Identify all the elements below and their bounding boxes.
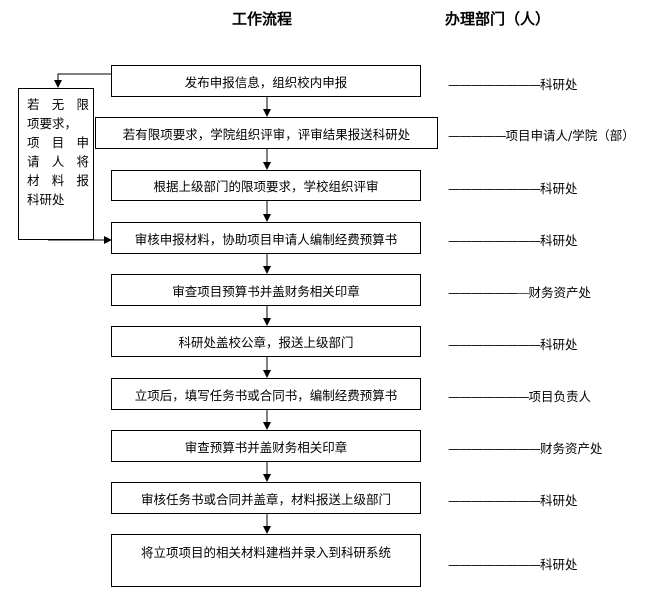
side-note-line: 材料报 <box>27 173 89 188</box>
side-note-box: 若无限 项要求， 项目申 请人将 材料报 科研处 <box>18 88 94 240</box>
dept-5: ———————财务资产处 <box>448 282 591 301</box>
step-7-box: 立项后，填写任务书或合同书，编制经费预算书 <box>111 378 421 410</box>
step-2-box: 若有限项要求，学院组织评审，评审结果报送科研处 <box>95 117 438 149</box>
dept-label: 项目申请人/学院（部） <box>505 128 635 143</box>
dept-9: ————————科研处 <box>448 490 578 509</box>
step-5-box: 审查项目预算书并盖财务相关印章 <box>111 274 421 306</box>
side-note-line: 项目申 <box>27 135 89 150</box>
dept-label: 项目负责人 <box>528 389 592 404</box>
dept-label: 财务资产处 <box>540 441 603 456</box>
step-1-box: 发布申报信息，组织校内申报 <box>111 65 421 97</box>
side-note-line: 项要求， <box>27 116 78 131</box>
step-10-box: 将立项项目的相关材料建档并录入到科研系统 <box>111 534 421 587</box>
dept-dash: ——————— <box>448 389 529 404</box>
dept-dash: ————— <box>448 128 506 143</box>
dept-label: 科研处 <box>540 77 578 92</box>
dept-label: 科研处 <box>540 181 578 196</box>
dept-1: ————————科研处 <box>448 74 578 93</box>
dept-dash: ———————— <box>448 441 541 456</box>
dept-dash: ———————— <box>448 181 541 196</box>
dept-6: ————————科研处 <box>448 334 578 353</box>
dept-dash: ———————— <box>448 337 541 352</box>
dept-dash: ———————— <box>448 493 541 508</box>
dept-label: 科研处 <box>540 493 578 508</box>
dept-4: ————————科研处 <box>448 230 578 249</box>
dept-2: —————项目申请人/学院（部） <box>448 125 635 144</box>
dept-dash: ———————— <box>448 233 541 248</box>
step-9-box: 审核任务书或合同并盖章，材料报送上级部门 <box>111 482 421 514</box>
dept-10: ————————科研处 <box>448 554 578 573</box>
header-workflow: 工作流程 <box>232 10 293 28</box>
dept-dash-accent: — <box>517 285 529 300</box>
dept-dash: ———————— <box>448 77 541 92</box>
dept-3: ————————科研处 <box>448 178 578 197</box>
step-3-box: 根据上级部门的限项要求，学校组织评审 <box>111 170 421 201</box>
dept-label: 科研处 <box>540 557 578 572</box>
dept-label: 科研处 <box>540 337 578 352</box>
dept-label: 财务资产处 <box>528 285 592 300</box>
side-note-line: 科研处 <box>27 192 65 207</box>
step-6-box: 科研处盖校公章，报送上级部门 <box>111 326 421 357</box>
header-department: 办理部门（人） <box>445 10 551 28</box>
step-8-box: 审查预算书并盖财务相关印章 <box>111 430 421 462</box>
dept-8: ————————财务资产处 <box>448 438 603 457</box>
side-note-line: 请人将 <box>27 154 89 169</box>
dept-label: 科研处 <box>540 233 578 248</box>
dept-dash: ———————— <box>448 557 541 572</box>
step-4-box: 审核申报材料，协助项目申请人编制经费预算书 <box>111 222 421 254</box>
dept-7: ———————项目负责人 <box>448 386 591 405</box>
side-note-line: 若无限 <box>27 97 89 112</box>
dept-dash: —————— <box>448 285 518 300</box>
branch-to-side-note <box>54 73 111 88</box>
